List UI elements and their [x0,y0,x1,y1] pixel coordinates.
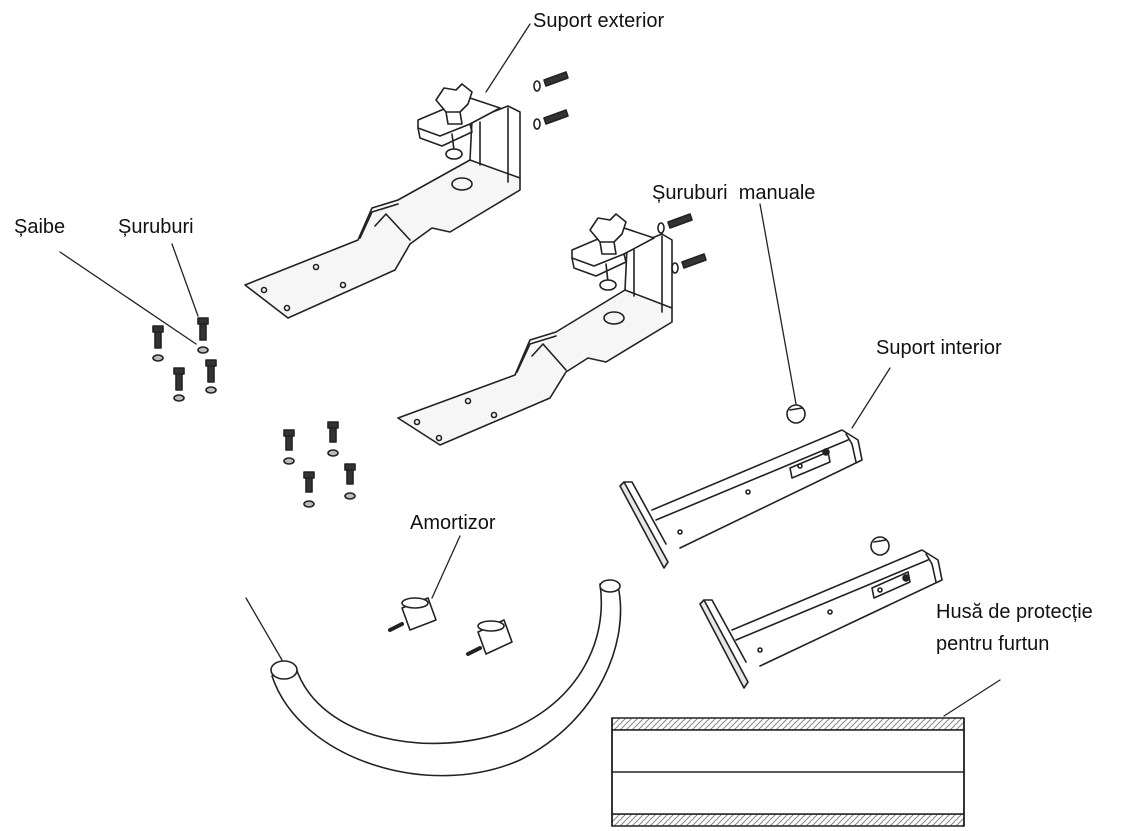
leader-hose-end [245,597,283,661]
label-saibe: Șaibe [14,216,65,238]
screw-cluster-left [152,317,217,402]
manual-screw-knob-2 [870,536,890,556]
leader-amortizor [431,535,461,599]
bracket-screws-bottom [657,213,707,274]
leader-lines [59,23,1001,717]
outer-bracket-top [244,83,521,319]
leader-suruburi-manuale [759,203,797,405]
screw-cluster-middle [283,421,356,508]
bracket-screws-top [533,71,569,130]
inner-bracket-bottom [699,549,943,689]
label-suruburi: Șuruburi [118,216,194,238]
label-suport-interior: Suport interior [876,337,1002,359]
leader-saibe [59,251,197,345]
curved-hose [270,579,622,777]
leader-husa [943,679,1001,717]
leader-suport-exterior [485,23,531,93]
leader-suruburi [171,243,199,317]
outer-bracket-bottom [397,213,673,446]
hose-protection-sleeve [611,717,965,827]
shock-absorber-2 [466,619,513,656]
label-amortizor: Amortizor [410,512,496,534]
shock-absorber-1 [388,597,437,632]
leader-suport-interior [851,367,891,429]
label-husa-line2: pentru furtun [936,633,1049,655]
label-husa-line1: Husă de protecție [936,601,1093,623]
inner-bracket-top [619,429,863,569]
label-suport-exterior: Suport exterior [533,10,665,32]
manual-screw-knob-1 [786,404,806,424]
label-suruburi-manuale: Șuruburi manuale [652,182,815,204]
